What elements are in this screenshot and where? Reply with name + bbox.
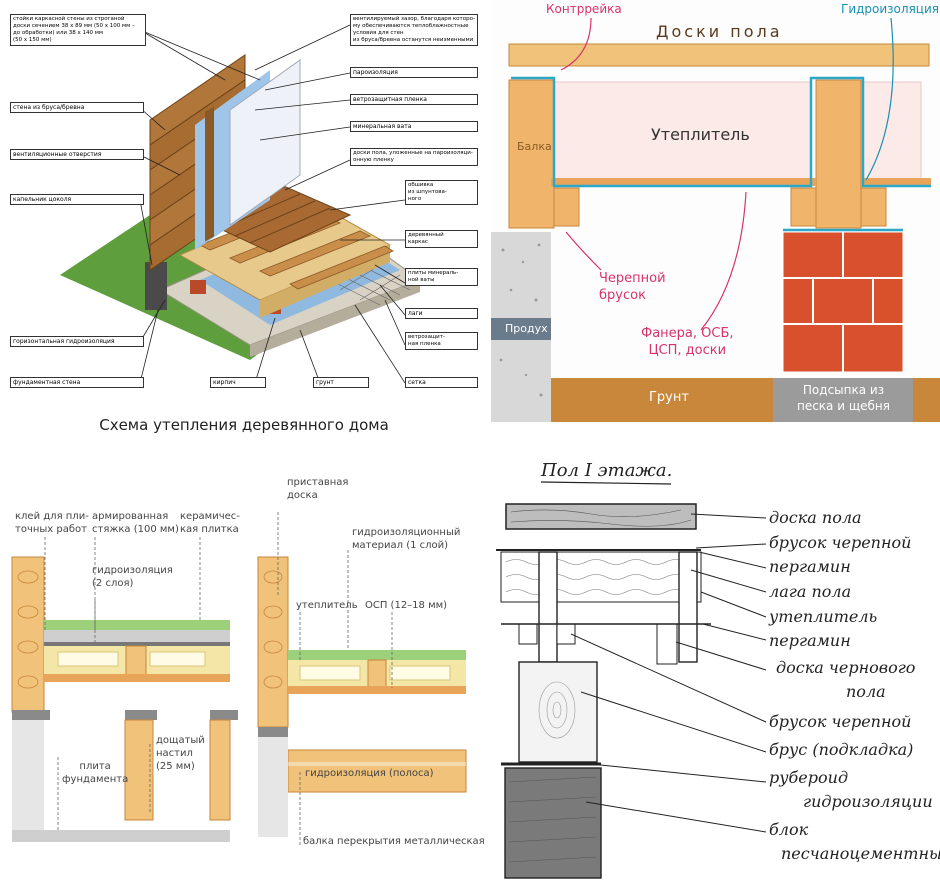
label-joists: лаги — [405, 308, 478, 319]
label-floorboards: Доски пола — [656, 22, 783, 41]
label-counter-batten: Контррейка — [546, 2, 622, 16]
sketch-label-joist: лага пола — [769, 582, 852, 601]
label-log-wall: стена из бруса/бревна — [10, 102, 144, 113]
label-vent: Продух — [505, 322, 548, 335]
sketch-label-insulation: утеплитель — [769, 607, 878, 626]
label-waterproofing: Гидроизоляция — [841, 2, 939, 16]
label-waterproofing-2-layers: гидроизоляция(2 слоя) — [92, 565, 173, 589]
label-insulation: Утеплитель — [651, 125, 750, 144]
sketch-insulation — [500, 551, 702, 603]
label-wind-film-2: ветрозащит-ная пленка — [405, 332, 478, 350]
sketch-label-pergamin: пергамин — [769, 557, 851, 576]
sketch-floor-board — [505, 503, 697, 530]
brick-support — [190, 280, 206, 294]
floorboard-layer — [508, 43, 930, 67]
beam-right — [815, 79, 862, 229]
label-wind-film: ветрозащитная пленка — [350, 94, 478, 105]
panel-floor-section: Контррейка Гидроизоляция Доски пола Балк… — [491, 0, 940, 422]
waterproofing-line — [511, 76, 931, 188]
metal-beam — [287, 749, 467, 793]
label-glue: клей для пли-точных работ — [15, 511, 89, 535]
insulation-block — [550, 81, 812, 183]
beam-left — [508, 79, 555, 229]
label-vent-holes: вентиляционные отверстия — [10, 149, 144, 160]
sketch-label-skull-block: брусок черепной — [769, 533, 912, 552]
label-mesh: сетка — [405, 377, 478, 388]
label-beam: Балка — [517, 140, 552, 153]
label-vent-gap: вентилируемый зазор, благодаря которо-му… — [350, 14, 478, 46]
vent-opening — [491, 318, 551, 340]
label-osb: ОСП (12–18 мм) — [365, 600, 448, 611]
diagram-caption: Схема утепления деревянного дома — [99, 416, 389, 434]
sketch-diagram — [496, 481, 767, 879]
label-sheathing: Фанера, ОСБ,ЦСП, доски — [641, 326, 734, 358]
label-drip: капельник цоколя — [10, 194, 144, 205]
backfill-layer — [773, 378, 913, 422]
sketch-label-subfloor-2: пола — [846, 682, 886, 701]
label-waterproof-strip: гидроизоляция (полоса) — [305, 768, 434, 779]
label-wool-slabs: плиты минераль-ной ваты — [405, 268, 478, 286]
brick-pillar — [782, 231, 904, 373]
sketch-label-skull-block-2: брусок черепной — [769, 712, 912, 731]
sketch-label-block: блок — [769, 820, 809, 839]
panel-hand-sketch: Пол I этажа. доска пола брусок черепной … — [491, 452, 940, 893]
detail-right — [257, 556, 467, 837]
sketch-label-ruberoid: рубероид — [769, 768, 849, 787]
sketch-label-waterproofing: гидроизоляции — [803, 792, 933, 811]
sketch-label-subfloor: доска чернового — [776, 658, 916, 677]
label-ground: Грунт — [649, 390, 689, 405]
label-metal-beam: балка перекрытия металлическая — [303, 836, 485, 847]
label-brick: кирпич — [210, 377, 266, 388]
sketch-support-beam — [518, 661, 598, 763]
label-tile: керамичес-кая плитка — [180, 511, 240, 535]
sketch-label-floorboard: доска пола — [769, 508, 862, 527]
label-mineral-wool: минеральная вата — [350, 121, 478, 132]
screed-layer — [44, 630, 230, 642]
label-foundation-wall: фундаментная стена — [10, 377, 144, 388]
label-floor-boards: доски пола, уложенные на пароизоляци-онн… — [350, 148, 478, 166]
inner-wall — [229, 59, 301, 226]
sketch-label-support-beam: брус (подкладка) — [769, 740, 914, 759]
label-horizontal-waterproofing: горизонтальная гидроизоляция — [10, 336, 144, 347]
sketch-title: Пол I этажа. — [541, 460, 673, 481]
label-ground: грунт — [313, 377, 369, 388]
section-diagram — [491, 17, 940, 422]
foundation-wall — [145, 262, 167, 310]
label-insulation-right: утеплитель — [296, 600, 358, 611]
isometric-diagram — [60, 24, 422, 384]
sketch-label-block-2: песчаноцементный — [781, 844, 940, 863]
label-vapour-barrier: пароизоляция — [350, 67, 478, 78]
detail-diagrams — [11, 512, 467, 847]
tile-layer — [44, 620, 230, 630]
sketch-label-pergamin-2: пергамин — [769, 631, 851, 650]
detail-left — [11, 556, 238, 842]
